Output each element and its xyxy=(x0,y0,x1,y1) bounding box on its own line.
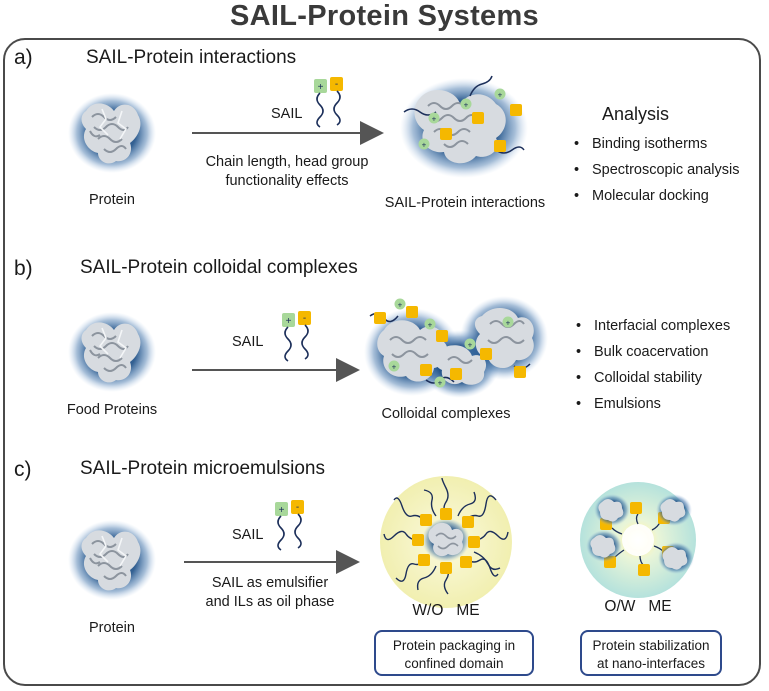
section-b-protein-label: Food Proteins xyxy=(66,402,158,418)
colloid-item: Emulsions xyxy=(576,391,730,417)
wo-note-line-1: Protein packaging in xyxy=(392,638,516,653)
section-c-title: SAIL-Protein microemulsions xyxy=(80,458,325,479)
section-b-result-label: Colloidal complexes xyxy=(381,406,511,422)
colloidal-complex-icon xyxy=(364,296,548,398)
section-c-arrow-label: SAIL xyxy=(232,527,264,543)
section-a-result-label: SAIL-Protein interactions xyxy=(384,195,546,211)
section-b-letter: b) xyxy=(14,257,33,280)
section-a-arrow-label: SAIL xyxy=(271,106,303,122)
ow-microemulsion-icon xyxy=(580,482,696,598)
section-a-title: SAIL-Protein interactions xyxy=(86,47,297,68)
protein-b-icon xyxy=(67,311,157,393)
page-title: SAIL-Protein Systems xyxy=(230,0,539,32)
section-b-title: SAIL-Protein colloidal complexes xyxy=(80,257,358,278)
sail-a-icon xyxy=(313,76,344,128)
sail-b-icon xyxy=(281,310,312,362)
section-a-arrow-note-1: Chain length, head group xyxy=(205,154,369,170)
colloid-item: Bulk coacervation xyxy=(576,339,730,365)
section-b-arrow-label: SAIL xyxy=(232,334,264,350)
section-c-protein-label: Protein xyxy=(89,620,135,636)
ow-note-box: Protein stabilization at nano-interfaces xyxy=(580,630,722,676)
section-a-letter: a) xyxy=(14,46,33,69)
section-c-arrow-note-2: and ILs as oil phase xyxy=(205,594,335,610)
wo-me-label: W/O ME xyxy=(412,602,480,619)
analysis-list: Binding isotherms Spectroscopic analysis… xyxy=(574,131,740,209)
protein-c-icon xyxy=(67,519,157,601)
colloid-list: Interfacial complexes Bulk coacervation … xyxy=(576,313,730,417)
colloid-item: Colloidal stability xyxy=(576,365,730,391)
outer-frame xyxy=(3,38,761,686)
section-a-arrow-note-2: functionality effects xyxy=(225,173,349,189)
section-c-letter: c) xyxy=(14,458,32,481)
wo-microemulsion-icon xyxy=(380,476,512,608)
wo-note-box: Protein packaging in confined domain xyxy=(374,630,534,676)
section-c-arrow-note-1: SAIL as emulsifier xyxy=(211,575,329,591)
protein-a-icon xyxy=(67,92,157,174)
analysis-item: Molecular docking xyxy=(574,183,740,209)
sail-protein-interaction-icon xyxy=(400,75,528,178)
analysis-item: Spectroscopic analysis xyxy=(574,157,740,183)
wo-note-line-2: confined domain xyxy=(404,656,504,671)
ow-note-line-1: Protein stabilization xyxy=(592,638,710,653)
section-a-protein-label: Protein xyxy=(89,192,135,208)
analysis-title: Analysis xyxy=(602,104,670,124)
sail-c-icon xyxy=(274,499,305,551)
analysis-item: Binding isotherms xyxy=(574,131,740,157)
colloid-item: Interfacial complexes xyxy=(576,313,730,339)
ow-me-label: O/W ME xyxy=(604,598,672,615)
ow-note-line-2: at nano-interfaces xyxy=(596,656,706,671)
